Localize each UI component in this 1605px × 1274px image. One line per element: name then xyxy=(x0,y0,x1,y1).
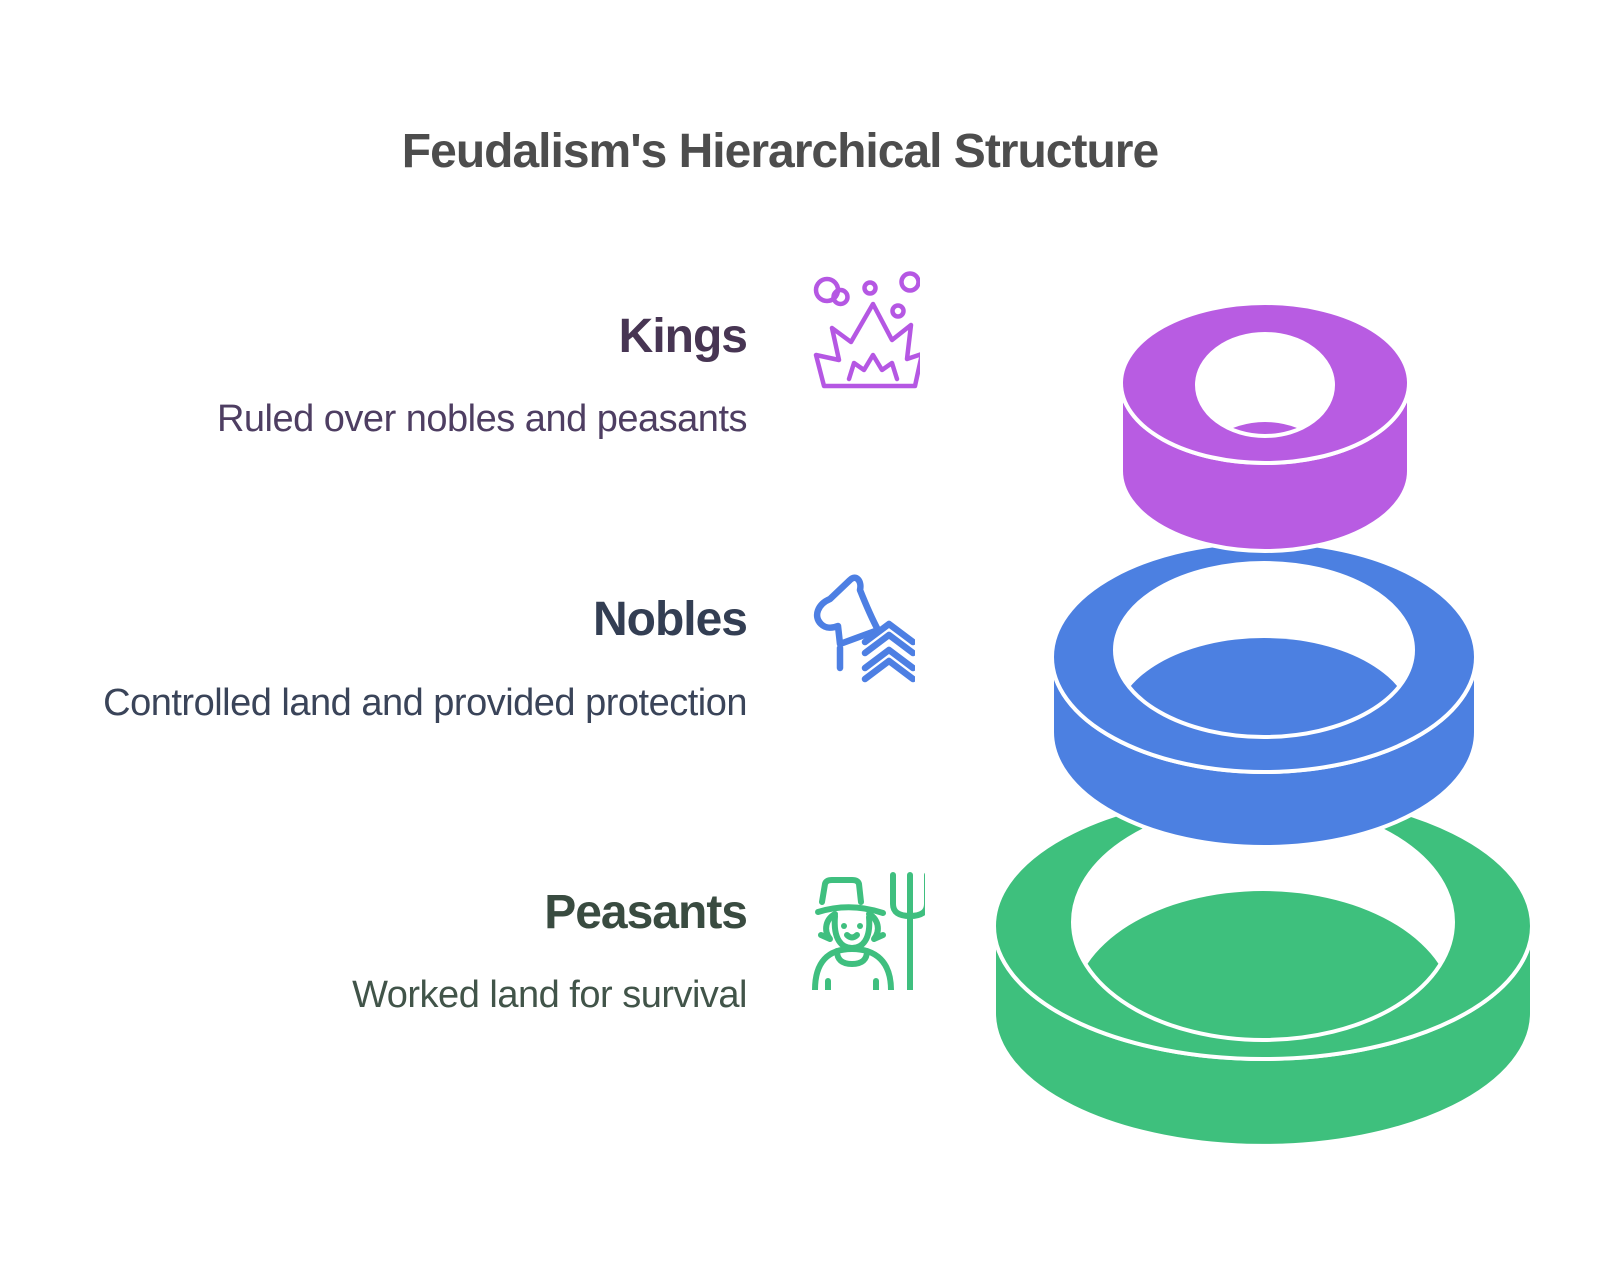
farmer-pitchfork-icon xyxy=(790,850,925,990)
crown-explosion-icon xyxy=(795,258,920,393)
kings-label: Kings xyxy=(618,310,748,363)
peasants-label: Peasants xyxy=(544,886,748,939)
kings-ring xyxy=(1119,301,1411,553)
nobles-ring xyxy=(1050,540,1478,849)
nobles-label: Nobles xyxy=(592,593,748,646)
chess-knight-chevrons-icon xyxy=(790,570,915,695)
peasants-description: Worked land for survival xyxy=(352,974,747,1016)
page-title: Feudalism's Hierarchical Structure xyxy=(401,125,1159,178)
kings-description: Ruled over nobles and peasants xyxy=(216,398,748,440)
nobles-description: Controlled land and provided protection xyxy=(103,682,747,724)
peasants-ring xyxy=(992,791,1534,1148)
